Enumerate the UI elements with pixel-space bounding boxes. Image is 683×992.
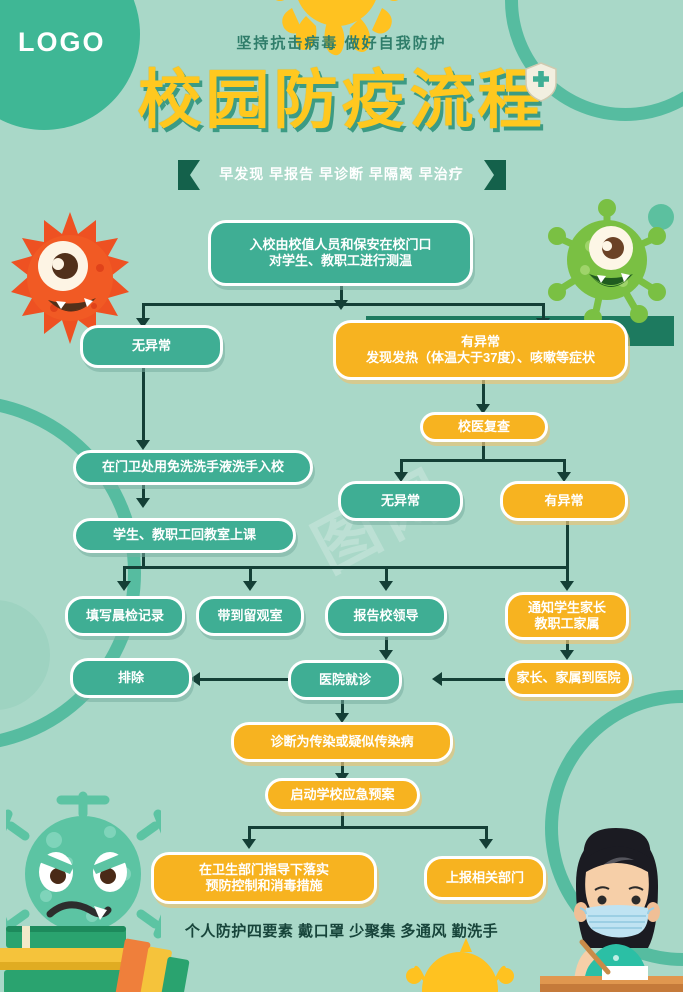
flow-node-hospital-visit-label: 医院就诊: [318, 671, 371, 687]
ribbon-tail-left: [178, 160, 200, 190]
arrow-n14-n13: [190, 672, 200, 686]
logo-text: LOGO: [18, 27, 106, 57]
connector-n14-n13: [200, 678, 290, 681]
flow-node-morning-check-record[interactable]: 填写晨检记录: [65, 596, 185, 636]
flow-node-prevention-measures[interactable]: 在卫生部门指导下落实 预防控制和消毒措施: [151, 852, 377, 904]
connector-n17-down: [341, 812, 344, 828]
connector-n12-in: [566, 521, 569, 584]
arrow-n14-n16: [335, 713, 349, 723]
arrow-to-n11: [379, 581, 393, 591]
flow-node-excluded-label: 排除: [117, 669, 144, 685]
stacked-books: [0, 926, 190, 992]
ribbon-text: 早发现 早报告 早诊断 早隔离 早治疗: [219, 166, 464, 182]
connector-split-2: [400, 459, 566, 462]
connector-split-right: [542, 303, 545, 321]
page-title: 校园防疫流程: [137, 64, 546, 136]
arrow-to-n10: [243, 581, 257, 591]
flow-node-normal-2[interactable]: 无异常: [338, 481, 463, 521]
flow-node-report-departments[interactable]: 上报相关部门: [424, 856, 546, 900]
connector-n11-n14: [385, 637, 388, 653]
ribbon-tail-right: [484, 160, 506, 190]
arrow-to-n12: [560, 581, 574, 591]
connector-n10-in: [249, 566, 252, 584]
angry-virus-character: [6, 791, 161, 958]
flow-node-school-doctor-recheck-label: 校医复查: [457, 418, 510, 434]
connector-split-3: [123, 566, 566, 569]
connector-n18-in: [248, 826, 251, 842]
flow-node-normal-2-label: 无异常: [380, 492, 420, 508]
connector-n2-n7: [142, 368, 145, 444]
flow-node-hand-sanitize-label: 在门卫处用免洗洗手液洗手入校: [101, 459, 284, 475]
connector-split-left: [142, 303, 145, 321]
masked-girl-character: [540, 828, 683, 992]
connector-n6-in: [563, 459, 566, 475]
flow-node-morning-check-record-label: 填写晨检记录: [85, 607, 164, 623]
arrow-n2-n7: [136, 440, 150, 450]
bg-disc-bottomleft: [0, 600, 50, 710]
arrow-to-n9: [117, 581, 131, 591]
flow-node-activate-plan-label: 启动学校应急预案: [290, 786, 395, 802]
green-virus-character: [548, 199, 666, 327]
flow-node-normal-1[interactable]: 无异常: [80, 325, 223, 368]
flow-node-entry-screening-label: 入校由校值人员和保安在校门口 对学生、教职工进行测温: [249, 236, 432, 268]
flow-node-family-to-hospital-label: 家长、家属到医院: [516, 670, 621, 686]
flow-node-abnormal-2-label: 有异常: [544, 492, 584, 508]
flow-node-back-to-class[interactable]: 学生、教职工回教室上课: [73, 518, 296, 553]
connector-n1-down: [340, 286, 343, 304]
flow-node-school-doctor-recheck[interactable]: 校医复查: [420, 412, 548, 442]
flow-node-observation-room-label: 带到留观室: [217, 607, 283, 623]
top-yellow-virus-character: [275, 0, 399, 56]
flow-node-notify-family[interactable]: 通知学生家长 教职工家属: [505, 592, 629, 640]
connector-split-1: [142, 303, 545, 306]
flow-node-excluded[interactable]: 排除: [70, 658, 192, 698]
flow-node-hand-sanitize[interactable]: 在门卫处用免洗洗手液洗手入校: [73, 450, 313, 485]
flow-node-diagnosed[interactable]: 诊断为传染或疑似传染病: [231, 722, 453, 762]
arrow-to-n2: [136, 318, 150, 328]
footer-text: 个人防护四要素 戴口罩 少聚集 多通风 勤洗手: [184, 923, 499, 940]
flow-node-family-to-hospital[interactable]: 家长、家属到医院: [505, 660, 632, 697]
arrow-to-n5: [394, 472, 408, 482]
arrow-to-n19: [479, 839, 493, 849]
red-virus-character: [11, 212, 129, 344]
header-subtitle: 坚持抗击病毒 做好自我防护: [236, 35, 447, 52]
flow-node-back-to-class-label: 学生、教职工回教室上课: [112, 527, 256, 543]
flow-node-activate-plan[interactable]: 启动学校应急预案: [265, 778, 420, 812]
arrow-to-n18: [242, 839, 256, 849]
connector-n12-n15: [566, 639, 569, 653]
flow-node-report-leaders-label: 报告校领导: [353, 607, 419, 623]
connector-n9-in: [123, 566, 126, 584]
flow-node-report-departments-label: 上报相关部门: [445, 869, 524, 885]
flow-node-diagnosed-label: 诊断为传染或疑似传染病: [270, 733, 414, 749]
arrow-n12-n15: [560, 650, 574, 660]
flow-node-abnormal-2[interactable]: 有异常: [500, 481, 628, 521]
connector-n5-in: [400, 459, 403, 475]
connector-n14-n16: [341, 700, 344, 716]
connector-n19-in: [485, 826, 488, 842]
connector-n11-in: [385, 566, 388, 584]
connector-n16-n17: [341, 762, 344, 776]
connector-n8-down: [142, 552, 145, 568]
arrow-n3-n4: [476, 404, 490, 414]
connector-n3-n4: [482, 380, 485, 408]
connector-n4-down: [482, 442, 485, 460]
arrow-n7-n8: [136, 498, 150, 508]
flow-node-abnormal-1-label: 有异常 发现发热（体温大于37度）、咳嗽等症状: [366, 333, 595, 365]
arrow-n15-n14: [432, 672, 442, 686]
connector-split-4: [248, 826, 488, 829]
arrow-n11-n14: [379, 650, 393, 660]
flow-node-report-leaders[interactable]: 报告校领导: [325, 596, 447, 636]
arrow-to-n6: [557, 472, 571, 482]
flow-node-normal-1-label: 无异常: [131, 338, 171, 354]
bottom-yellow-virus-character: [406, 938, 514, 992]
flow-node-prevention-measures-label: 在卫生部门指导下落实 预防控制和消毒措施: [198, 861, 329, 893]
flow-node-entry-screening[interactable]: 入校由校值人员和保安在校门口 对学生、教职工进行测温: [208, 220, 473, 286]
flow-node-hospital-visit[interactable]: 医院就诊: [288, 660, 402, 700]
flow-node-abnormal-1[interactable]: 有异常 发现发热（体温大于37度）、咳嗽等症状: [333, 320, 628, 380]
flow-node-notify-family-label: 通知学生家长 教职工家属: [527, 599, 606, 631]
connector-n15-n14: [442, 678, 506, 681]
shield-cross-icon: [525, 62, 557, 102]
flow-node-observation-room[interactable]: 带到留观室: [196, 596, 304, 636]
connector-n7-n8: [142, 476, 145, 502]
